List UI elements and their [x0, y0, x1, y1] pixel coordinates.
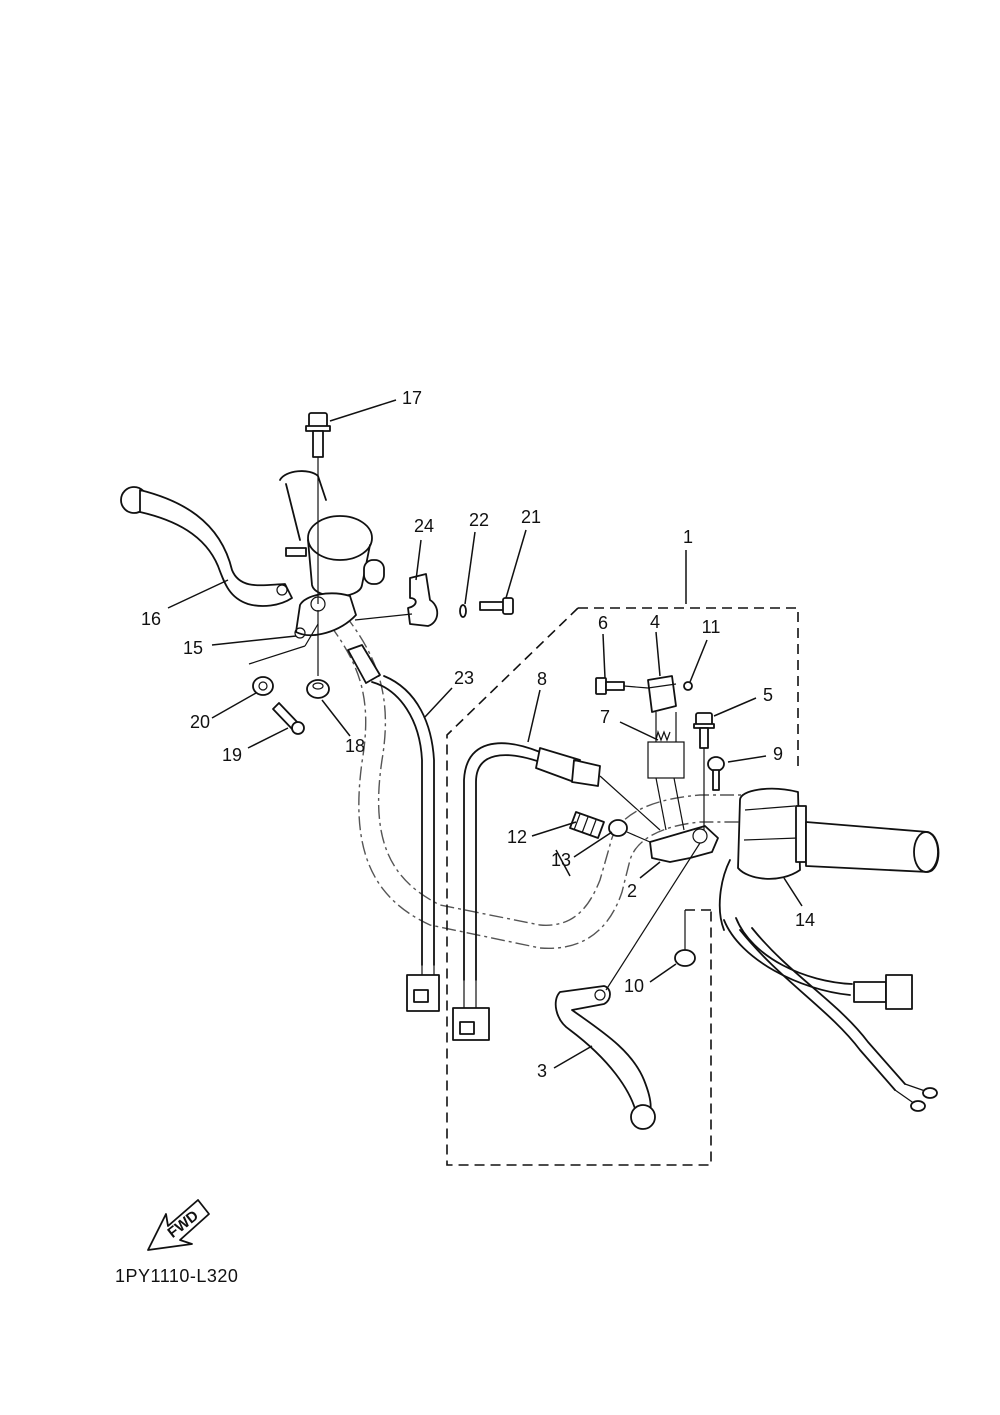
callout-24: 24 [414, 516, 434, 536]
brake-lever [554, 985, 656, 1130]
leader-lines [167, 399, 803, 1069]
assembly-group-box [446, 607, 799, 1166]
forward-direction-arrow: FWD [147, 1199, 210, 1251]
callout-6: 6 [598, 613, 608, 633]
callout-labels: 1 2 3 4 5 6 7 8 9 10 11 12 13 14 15 16 1… [141, 388, 815, 1081]
brake-switch [647, 675, 677, 713]
callout-15: 15 [183, 638, 203, 658]
cable-clamp [354, 573, 439, 627]
callout-13: 13 [551, 850, 571, 870]
throttle-grip [805, 821, 940, 873]
adjuster-locknut [248, 623, 319, 696]
clutch-lever [120, 486, 293, 607]
brake-lever-holder [605, 825, 719, 991]
callout-10: 10 [624, 976, 644, 996]
handlebar-outline [329, 614, 760, 949]
pivot-bolt [305, 412, 331, 604]
cable-adjuster [272, 702, 305, 735]
switch-wiring [723, 917, 938, 1112]
callout-12: 12 [507, 827, 527, 847]
callout-23: 23 [454, 668, 474, 688]
switch-screw [595, 677, 649, 695]
callout-3: 3 [537, 1061, 547, 1081]
callout-11: 11 [702, 617, 721, 637]
clutch-perch-housing [279, 470, 385, 639]
callout-19: 19 [222, 745, 242, 765]
brake-cable-adjuster [569, 811, 605, 839]
callout-14: 14 [795, 910, 815, 930]
callout-1: 1 [683, 527, 693, 547]
callout-18: 18 [345, 736, 365, 756]
clutch-cable [347, 644, 440, 1012]
clamp-screw [479, 597, 514, 615]
spring [647, 712, 685, 831]
callout-4: 4 [650, 612, 660, 632]
brake-cable [452, 742, 661, 1041]
pivot-nut [306, 610, 330, 699]
callout-16: 16 [141, 609, 161, 629]
lever-nut [674, 910, 696, 967]
circlip [683, 681, 693, 691]
callout-5: 5 [763, 685, 773, 705]
callout-9: 9 [773, 744, 783, 764]
callout-22: 22 [469, 510, 489, 530]
callout-21: 21 [521, 507, 541, 527]
washer [459, 604, 467, 618]
diagram-code: 1PY1110-L320 [115, 1266, 239, 1286]
holder-screw [707, 756, 725, 791]
lever-bolt [693, 712, 715, 830]
callout-20: 20 [190, 712, 210, 732]
callout-17: 17 [402, 388, 422, 408]
callout-8: 8 [537, 669, 547, 689]
handlebar-switch [718, 787, 807, 931]
callout-2: 2 [627, 881, 637, 901]
callout-7: 7 [600, 707, 610, 727]
adjuster-nut [608, 819, 651, 843]
